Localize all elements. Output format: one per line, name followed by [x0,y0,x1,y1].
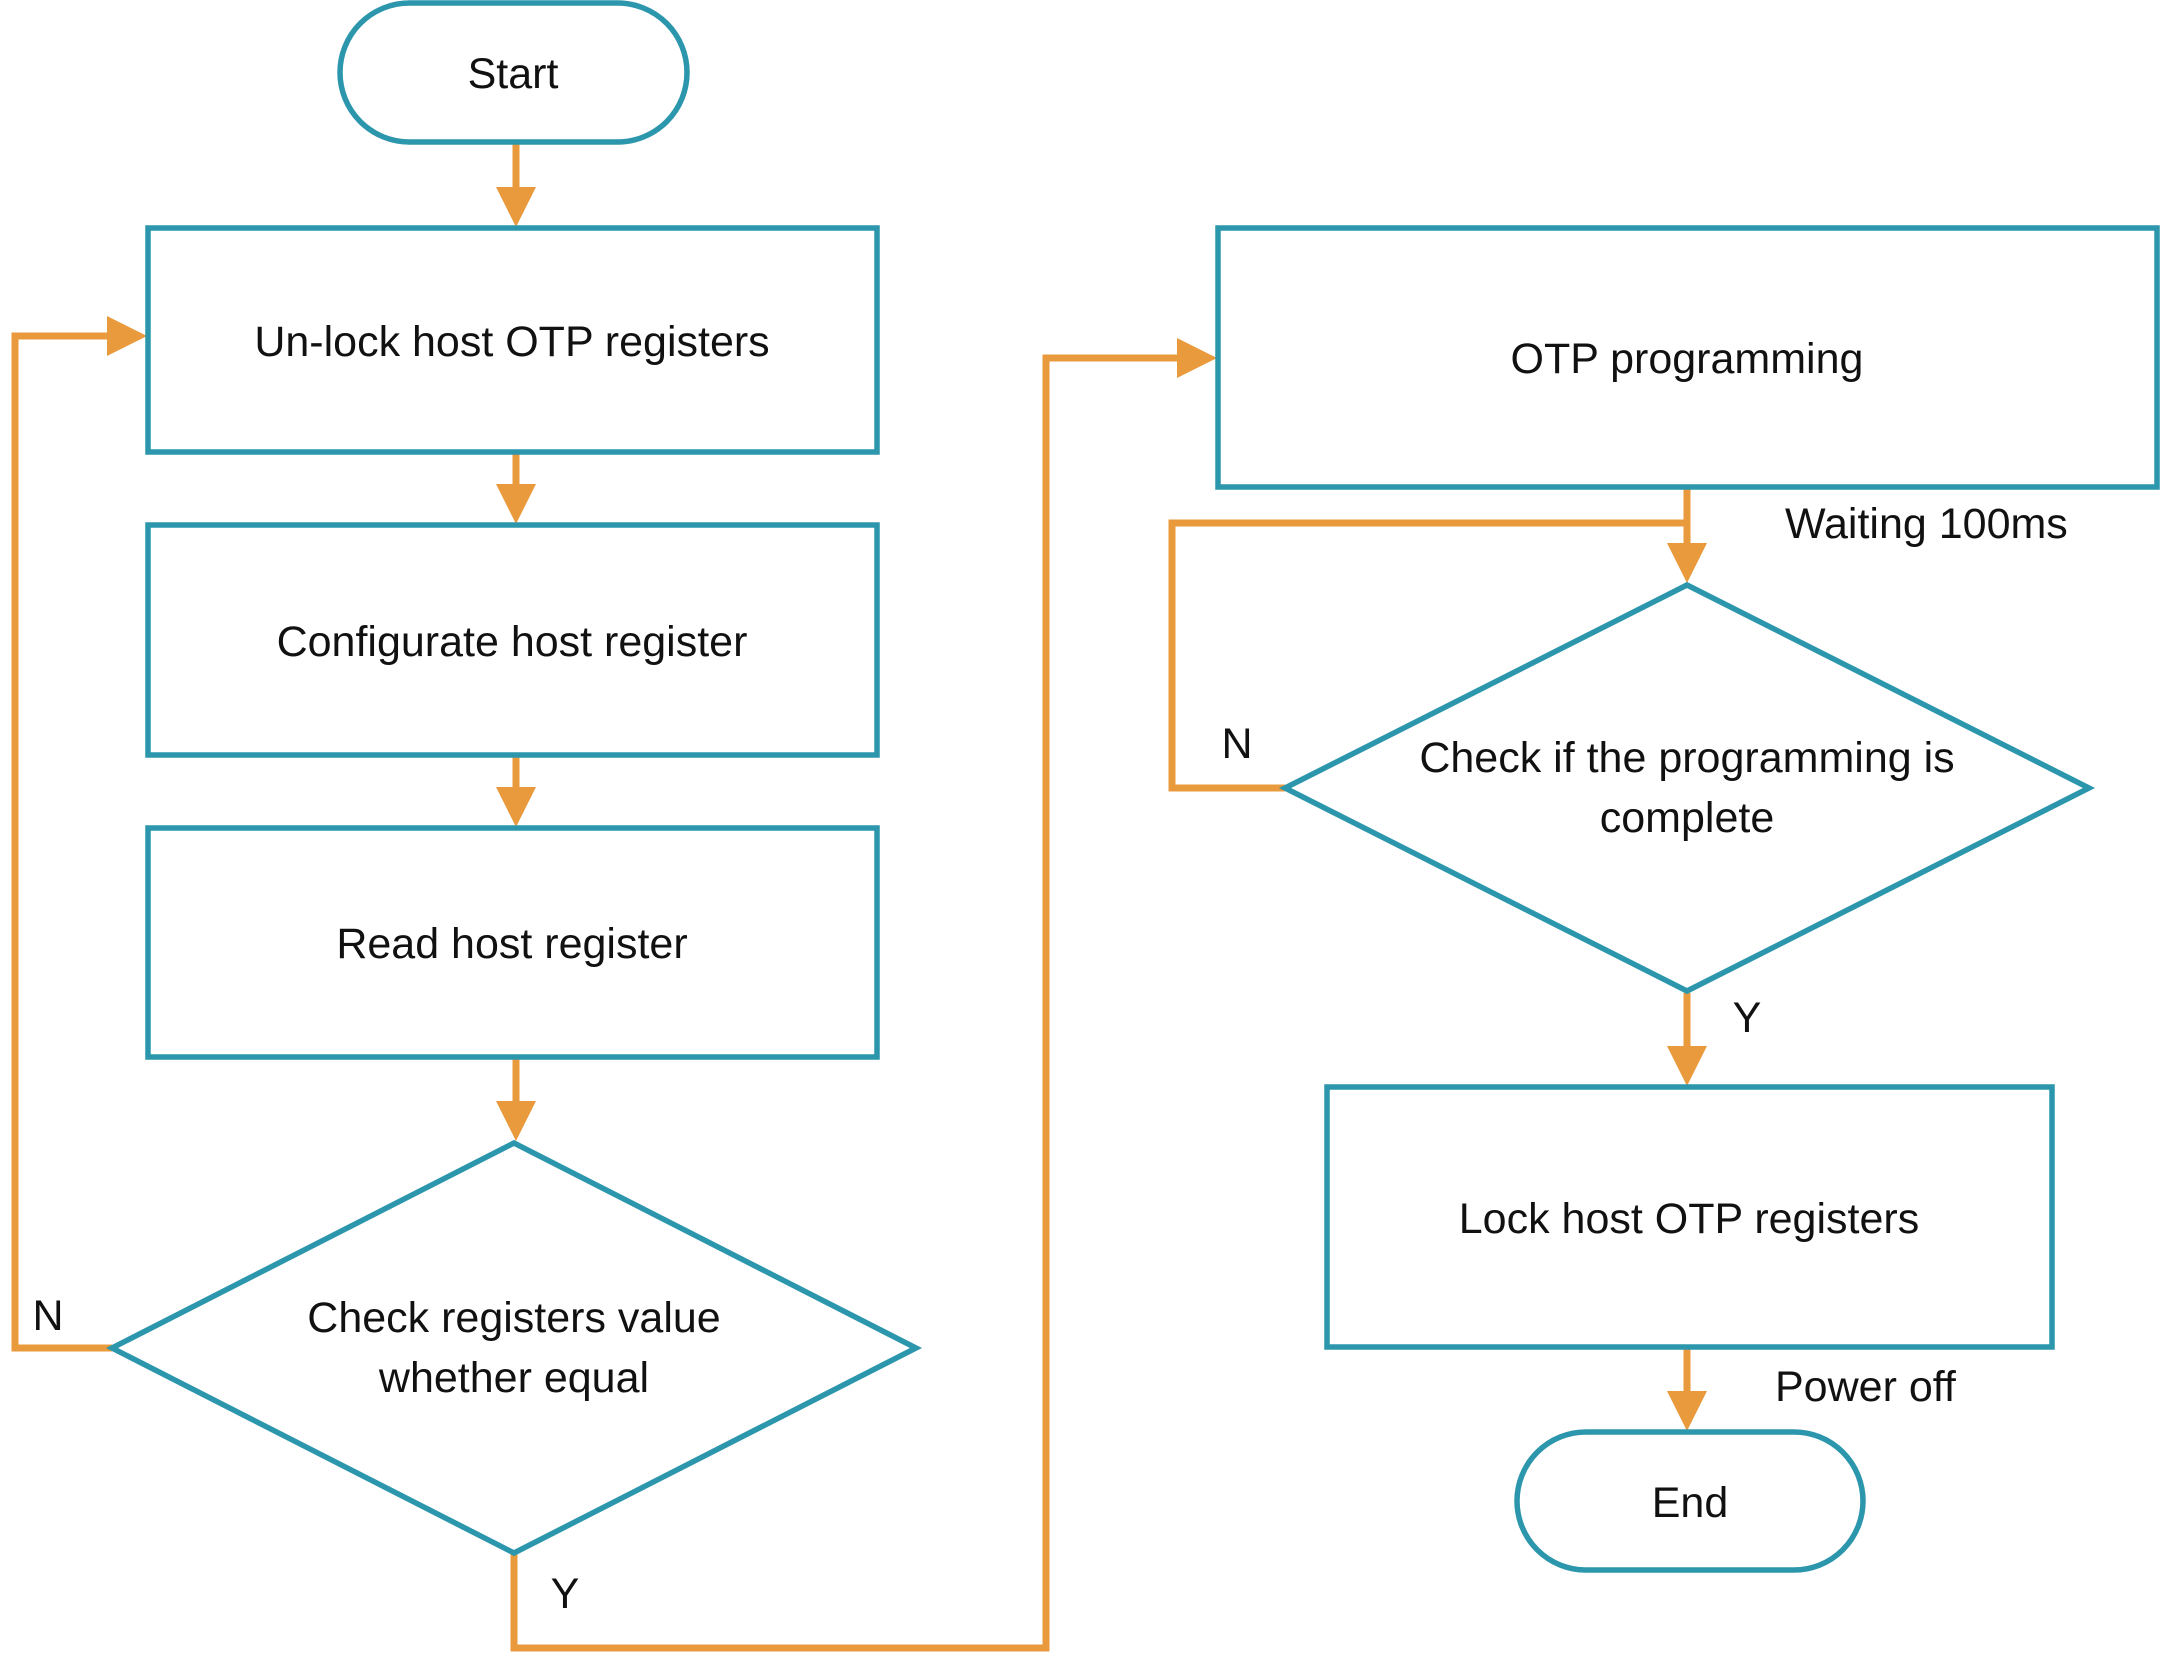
label-check-complete-no: N [1221,720,1252,768]
check-registers-label-line2: whether equal [378,1354,649,1402]
check-complete-label-line1: Check if the programming is [1419,734,1954,782]
arrowhead-start-to-unlock [496,187,536,227]
label-check-complete-yes: Y [1733,994,1762,1042]
otp-programming-label: OTP programming [1511,335,1864,383]
arrowhead-unlock-to-configurate [496,484,536,524]
unlock-label: Un-lock host OTP registers [254,318,769,366]
lock-label: Lock host OTP registers [1459,1195,1919,1243]
label-check-registers-no: N [32,1292,63,1340]
end-label: End [1652,1479,1729,1527]
check-complete-label-line2: complete [1600,794,1774,842]
configurate-label: Configurate host register [277,618,748,666]
node-unlock: Un-lock host OTP registers [145,225,880,455]
start-label: Start [468,50,559,98]
label-power-off: Power off [1775,1363,1957,1411]
node-read: Read host register [145,825,880,1060]
label-check-registers-yes: Y [551,1570,580,1618]
node-end: End [1514,1429,1866,1573]
node-configurate: Configurate host register [145,522,880,758]
check-registers-diamond [105,1139,923,1557]
arrowhead-check-yes-path [1177,338,1217,378]
edge-check-yes-path [510,354,1180,1652]
node-otp-programming: OTP programming [1215,225,2160,490]
start-stadium [337,0,690,145]
arrowhead-check-no-loop [107,316,147,356]
read-box [145,825,880,1060]
arrowhead-otp-to-check-complete [1667,543,1707,583]
node-check-complete: Check if the programming is complete [1278,581,2096,995]
arrowhead-read-to-check [496,1101,536,1141]
end-stadium [1514,1429,1866,1573]
check-complete-diamond [1278,581,2096,995]
edges [11,142,1707,1652]
arrowhead-lock-to-end [1667,1391,1707,1431]
lock-box [1324,1084,2055,1350]
edge-check-complete-no-loop [1168,519,1684,792]
label-waiting: Waiting 100ms [1785,500,2068,548]
arrowhead-configurate-to-read [496,787,536,827]
edge-check-no-loop [11,332,112,1352]
check-registers-label-line1: Check registers value [307,1294,720,1342]
arrowhead-check-complete-yes [1667,1046,1707,1086]
node-check-registers: Check registers value whether equal [105,1139,923,1557]
unlock-box [145,225,880,455]
otp-programming-box [1215,225,2160,490]
read-label: Read host register [336,920,687,968]
configurate-box [145,522,880,758]
node-start: Start [337,0,690,145]
edge-labels: N Y Waiting 100ms N Y Power off [32,500,2067,1618]
node-lock: Lock host OTP registers [1324,1084,2055,1350]
